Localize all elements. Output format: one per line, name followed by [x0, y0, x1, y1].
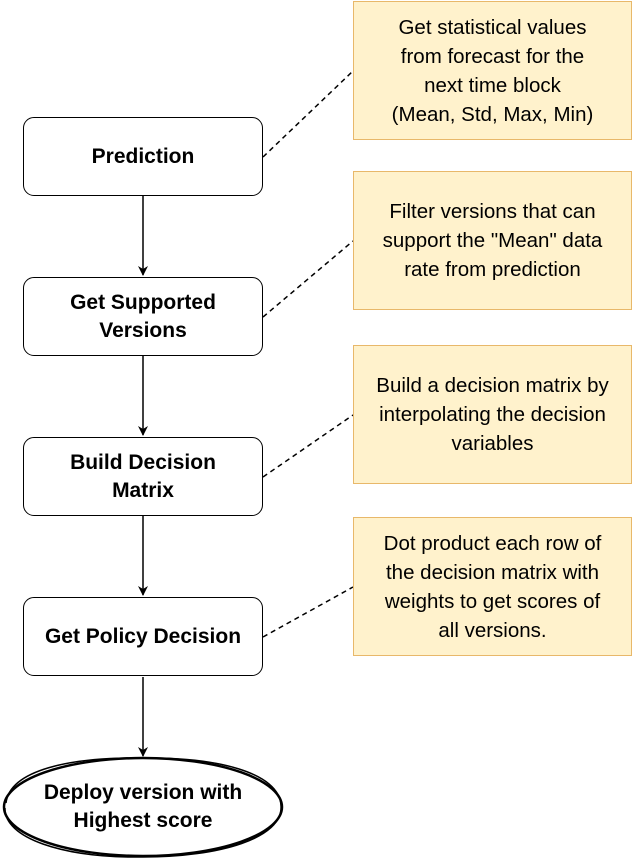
step-build-decision-matrix: Build Decision Matrix	[23, 437, 263, 516]
note-supported-versions: Filter versions that can support the "Me…	[353, 171, 632, 310]
dashed-link-versions-note	[262, 240, 354, 318]
step-prediction: Prediction	[23, 117, 263, 196]
note-prediction: Get statistical values from forecast for…	[353, 1, 632, 140]
note-policy-decision: Dot product each row of the decision mat…	[353, 517, 632, 656]
step-get-policy-decision: Get Policy Decision	[23, 597, 263, 676]
terminal-ellipse	[2, 756, 284, 858]
dashed-link-prediction-note	[262, 70, 354, 158]
step-get-supported-versions: Get Supported Versions	[23, 277, 263, 356]
terminal-deploy-version: Deploy version with Highest score	[43, 781, 243, 832]
dashed-link-policy-note	[262, 586, 354, 638]
dashed-link-matrix-note	[262, 414, 354, 478]
note-decision-matrix: Build a decision matrix by interpolating…	[353, 345, 632, 484]
